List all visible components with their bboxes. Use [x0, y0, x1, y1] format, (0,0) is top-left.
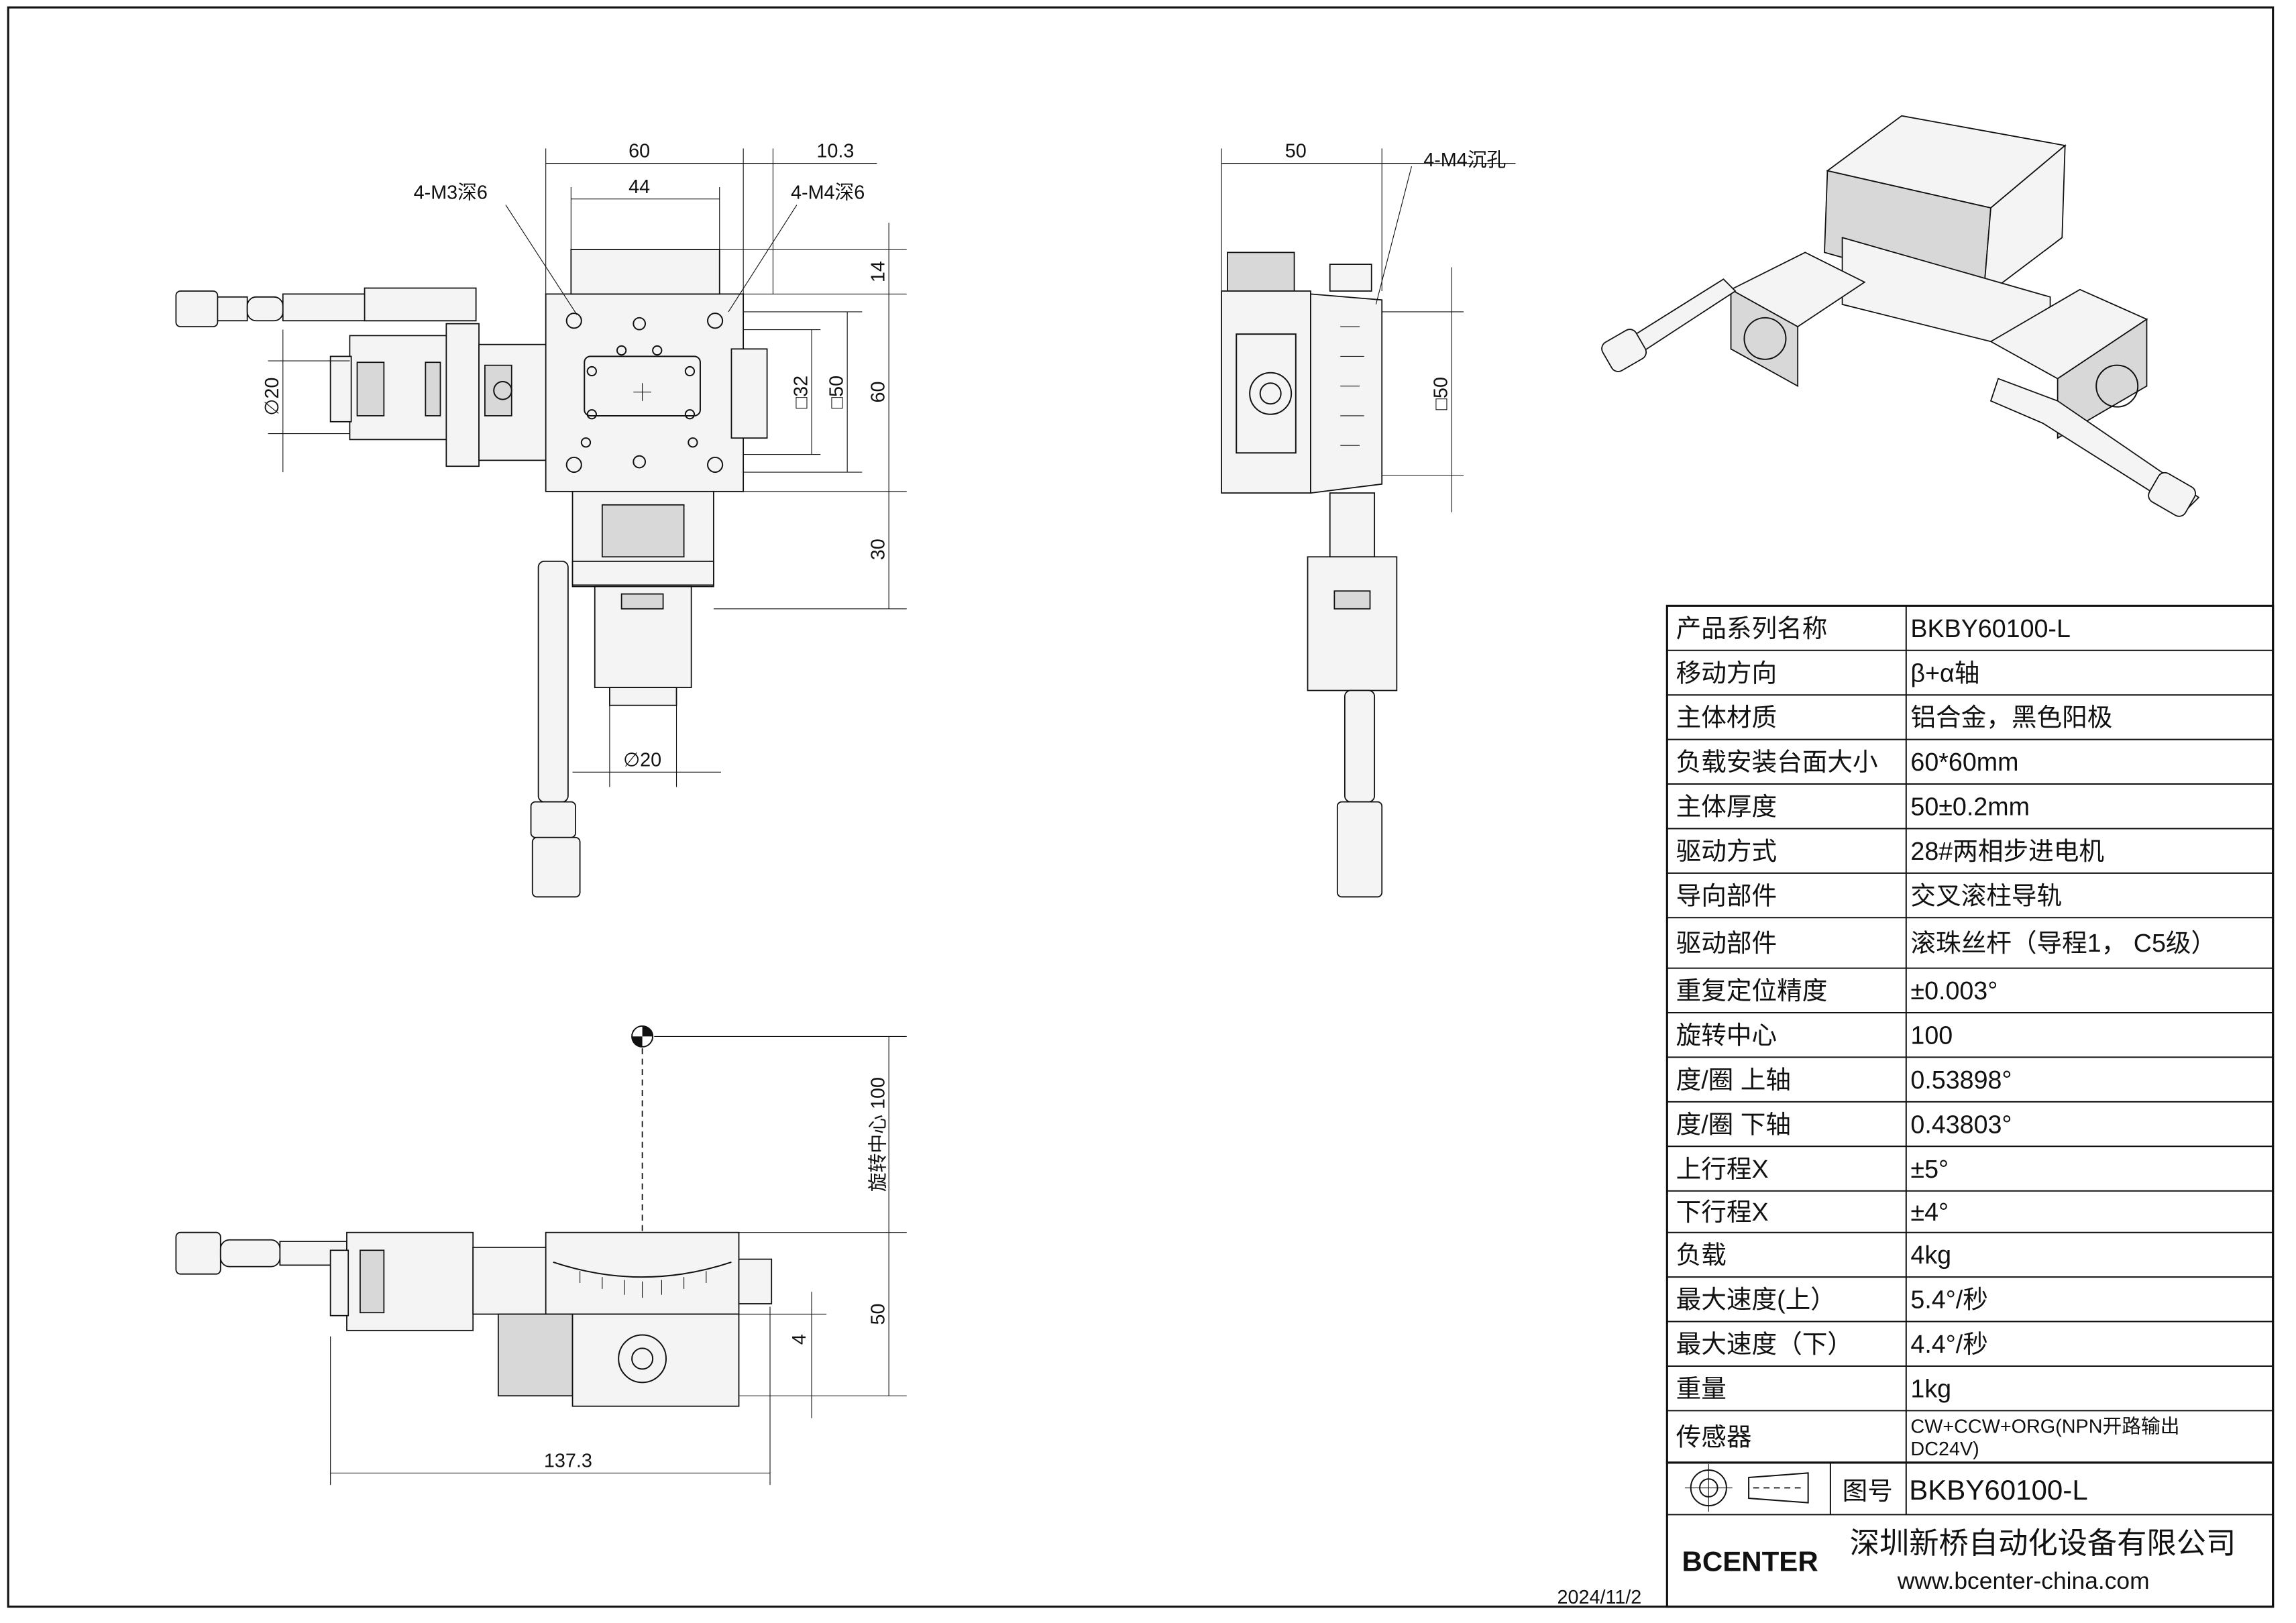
spec-label: 主体厚度	[1676, 793, 1778, 821]
spec-label: 度/圈 下轴	[1676, 1110, 1791, 1138]
spec-value: 0.53898°	[1910, 1066, 2012, 1094]
spec-label: 上行程X	[1676, 1155, 1769, 1183]
company-website: www.bcenter-china.com	[1897, 1567, 2150, 1594]
spec-label: 主体材质	[1676, 704, 1778, 732]
label-m4-counterbore: 4-M4沉孔	[1423, 150, 1506, 171]
side-dim-50: 50	[1285, 141, 1307, 162]
spec-label: 驱动部件	[1676, 929, 1778, 957]
left-connector	[175, 290, 219, 327]
side-dim-50-square: □50	[1431, 377, 1452, 410]
spec-value: ±5°	[1910, 1155, 1949, 1183]
spec-label: 旋转中心	[1676, 1021, 1778, 1050]
left-cable	[246, 296, 284, 322]
spec-label: 重复定位精度	[1676, 976, 1828, 1005]
spec-value: 滚珠丝杆（导程1， C5级）	[1910, 929, 2216, 957]
label-m3-holes: 4-M3深6	[414, 182, 488, 204]
dim-motor-dia-bottom: ∅20	[623, 749, 661, 771]
dim-60: 60	[628, 141, 650, 162]
spec-value: 50±0.2mm	[1910, 793, 2029, 821]
dim-14: 14	[867, 261, 889, 282]
title-block: 图号 BKBY60100-L BCENTER 深圳新桥自动化设备有限公司 www…	[1665, 1461, 2275, 1608]
spec-label: 下行程X	[1676, 1198, 1769, 1226]
dim-32-square: □32	[790, 376, 812, 408]
dim-30: 30	[867, 539, 889, 560]
brand-logo-text: BCENTER	[1682, 1546, 1818, 1577]
dim-50-square: □50	[826, 376, 848, 408]
spec-label: 导向部件	[1676, 881, 1778, 909]
dim-rotation-center: 旋转中心 100	[867, 1077, 889, 1192]
spec-value: 0.43803°	[1910, 1110, 2012, 1138]
spec-value: 1kg	[1910, 1374, 1951, 1402]
spec-value: 28#两相步进电机	[1910, 837, 2104, 865]
bottom-cable	[537, 561, 569, 803]
spec-value: ±0.003°	[1910, 976, 1998, 1005]
spec-value: 4.4°/秒	[1910, 1330, 1987, 1358]
isometric-product-view	[1601, 115, 2200, 517]
spec-value: 铝合金，黑色阳极	[1910, 704, 2112, 732]
company-name: 深圳新桥自动化设备有限公司	[1850, 1527, 2236, 1560]
dim-60-vertical: 60	[867, 382, 889, 403]
dim-motor-dia-left: ∅20	[262, 378, 283, 416]
bottom-connector	[531, 836, 581, 898]
angle-scale	[545, 1231, 740, 1315]
spec-label: 重量	[1676, 1374, 1727, 1402]
spec-value: 5.4°/秒	[1910, 1286, 1987, 1314]
spec-label: 负载	[1676, 1241, 1727, 1269]
top-plate	[545, 293, 745, 492]
spec-value: 100	[1910, 1021, 1953, 1050]
drawing-date: 2024/11/2	[1557, 1587, 1641, 1608]
front-dim-50: 50	[867, 1303, 889, 1325]
spec-label: 移动方向	[1676, 659, 1778, 687]
spec-value: 交叉滚柱导轨	[1910, 881, 2062, 909]
spec-value-line2: DC24V)	[1910, 1439, 1979, 1460]
spec-label: 负载安装台面大小	[1676, 748, 1878, 776]
spec-label: 产品系列名称	[1676, 614, 1828, 642]
spec-value: CW+CCW+ORG(NPN开路输出	[1910, 1416, 2179, 1438]
drawing-number: BKBY60100-L	[1909, 1474, 2088, 1506]
spec-label: 最大速度(上）	[1676, 1286, 1836, 1314]
dim-10-3: 10.3	[816, 141, 854, 162]
spec-value: β+α轴	[1910, 659, 1979, 687]
spec-label: 驱动方式	[1676, 837, 1778, 865]
spec-value: BKBY60100-L	[1910, 614, 2070, 642]
projection-symbol-icon	[1684, 1464, 1809, 1512]
spec-label: 最大速度（下）	[1676, 1330, 1853, 1358]
spec-value: 60*60mm	[1910, 748, 2018, 776]
spec-value: ±4°	[1910, 1198, 1949, 1226]
side-body	[1221, 290, 1311, 494]
spec-label: 传感器	[1676, 1422, 1752, 1451]
side-motor	[1307, 556, 1398, 691]
top-view: 60 44 10.3 4-M3深6 4-M4深6 14 60 □50 □32 3…	[175, 141, 907, 898]
label-m4-holes: 4-M4深6	[791, 182, 865, 204]
spec-value: 4kg	[1910, 1241, 1951, 1269]
dim-44: 44	[628, 176, 650, 198]
spec-label: 度/圈 上轴	[1676, 1066, 1791, 1094]
front-view: 旋转中心 100 50 4 137.3	[175, 1025, 907, 1486]
front-dim-4: 4	[789, 1334, 810, 1345]
dim-total-length: 137.3	[544, 1451, 592, 1472]
side-view: 50 4-M4沉孔 □50	[1221, 141, 1516, 898]
drawing-number-label: 图号	[1843, 1477, 1893, 1505]
